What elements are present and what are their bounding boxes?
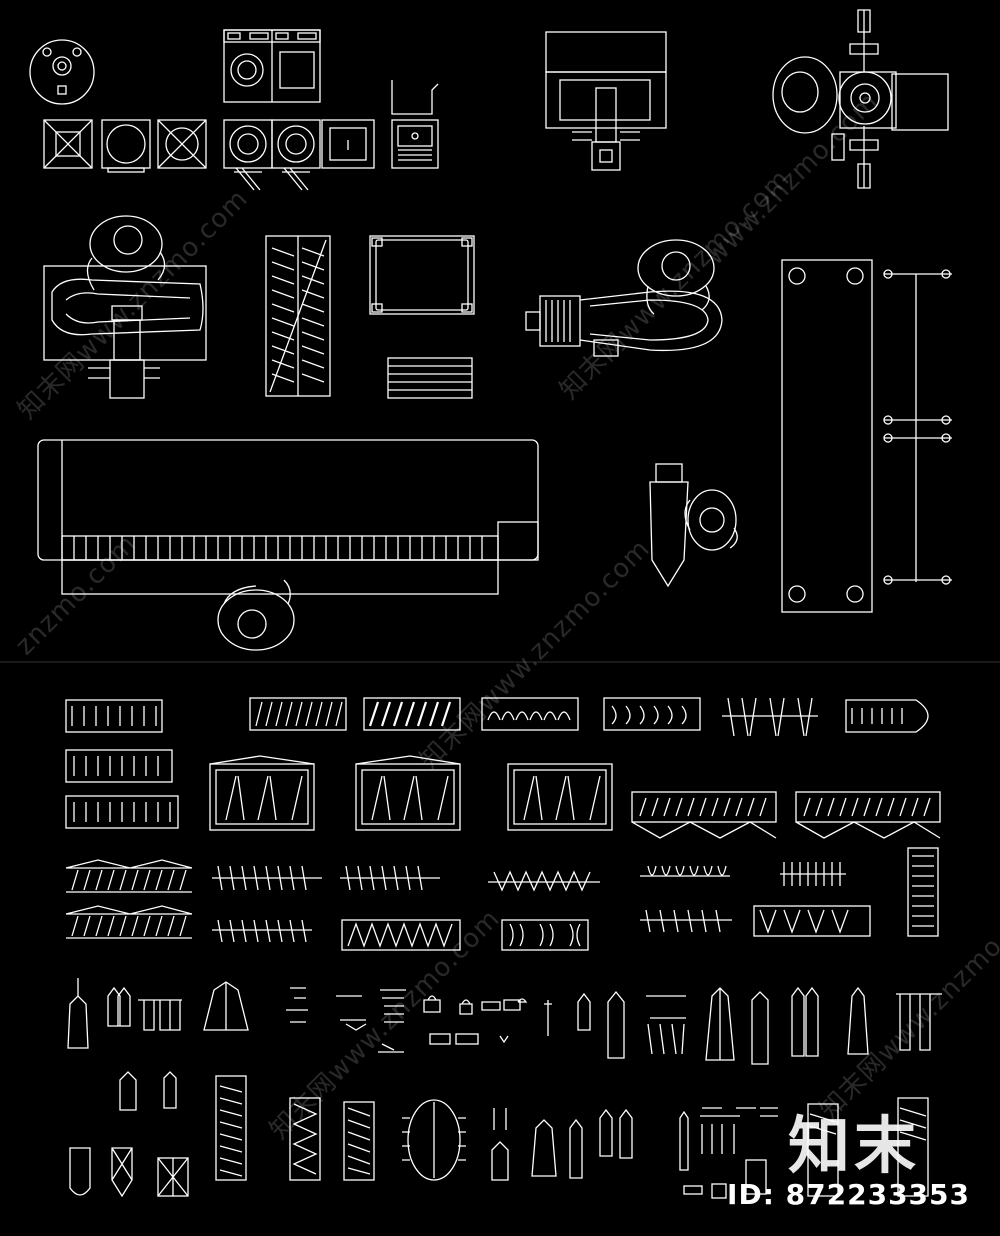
brand-logo: 知末 xyxy=(787,1109,920,1182)
press-operator-block xyxy=(43,215,207,399)
double-washer-block xyxy=(223,29,321,103)
hanging-rail-row-3 xyxy=(65,847,939,951)
washer-module-row xyxy=(43,119,207,173)
round-washer-block xyxy=(29,39,95,105)
wardrobe-clothing-blocks xyxy=(65,697,942,1199)
flatwork-ironer-block xyxy=(37,439,539,651)
tall-hanging-rack xyxy=(781,259,952,613)
hanging-rail-row-2 xyxy=(65,749,941,839)
clothing-elevation-row xyxy=(67,978,942,1065)
hanging-rail-row-1 xyxy=(65,697,929,737)
steam-press-operator-block xyxy=(525,239,723,357)
ironing-board-operator xyxy=(649,463,738,588)
ironing-press-block xyxy=(545,31,667,171)
small-shelf-rack xyxy=(387,357,473,399)
utility-sink-block xyxy=(391,80,439,169)
brand-id-label: ID: 872233353 xyxy=(727,1178,970,1211)
laundry-equipment-plan xyxy=(29,9,952,651)
louver-drying-cabinet xyxy=(265,235,331,397)
washer-door-row xyxy=(223,119,375,191)
bottom-shapes-row xyxy=(69,1147,189,1198)
round-press-operator-block xyxy=(772,9,949,189)
storage-unit-row xyxy=(119,1071,929,1199)
work-table-block xyxy=(369,235,475,315)
